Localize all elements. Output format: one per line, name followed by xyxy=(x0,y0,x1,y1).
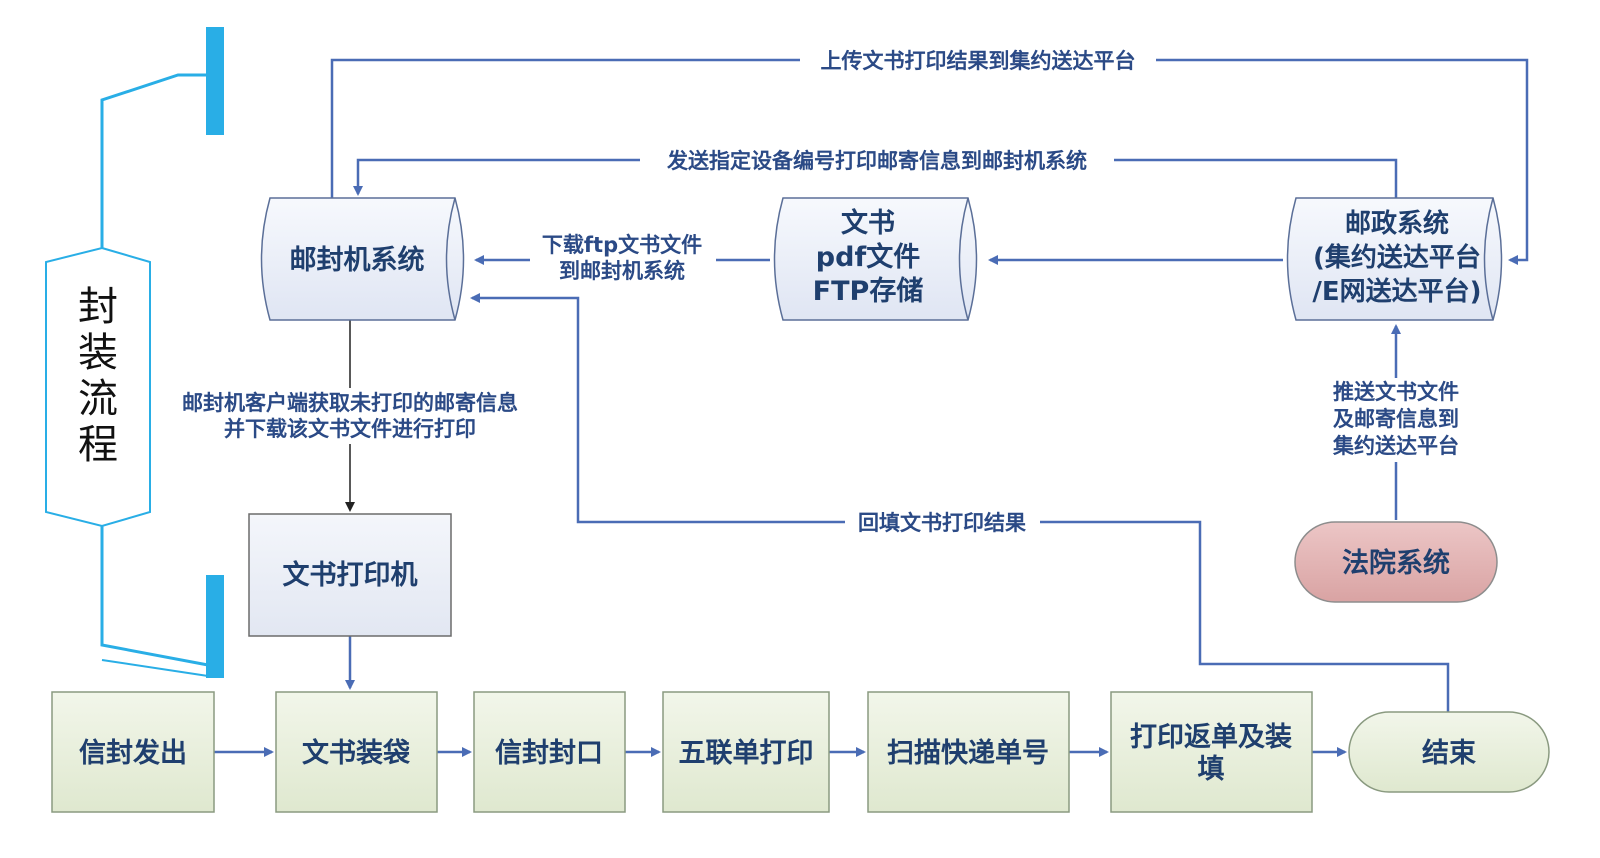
edge-label-send-device: 发送指定设备编号打印邮寄信息到邮封机系统 xyxy=(666,149,1087,173)
doc-storage-label-line: 文书 xyxy=(841,207,895,239)
letter-send-label-line: 信封发出 xyxy=(79,737,187,769)
side-banner-char: 流 xyxy=(78,376,118,422)
node-court-system: 法院系统 xyxy=(1294,521,1498,603)
mail-envelope-system-label: 邮封机系统 xyxy=(290,244,425,276)
edge-label-download-ftp: 下载ftp文书文件到邮封机系统 xyxy=(542,233,702,283)
court-system-label-line: 法院系统 xyxy=(1342,547,1450,579)
postal-system-label: 邮政系统(集约送达平台/E网送达平台) xyxy=(1312,208,1481,307)
five-form-print-label: 五联单打印 xyxy=(679,738,814,769)
print-return-label-line: 填 xyxy=(1198,754,1225,785)
node-five-form-print: 五联单打印 xyxy=(662,691,830,813)
postal-system-label-line: (集约送达平台 xyxy=(1313,242,1481,273)
node-letter-seal: 信封封口 xyxy=(473,691,626,813)
node-print-return: 打印返单及装填 xyxy=(1110,691,1313,813)
edge-labels: 上传文书打印结果到集约送达平台 发送指定设备编号打印邮寄信息到邮封机系统 下载f… xyxy=(165,46,1470,536)
side-banner-char: 装 xyxy=(78,330,118,376)
doc-printer-label-line: 文书打印机 xyxy=(283,559,418,591)
edge-label-backfill: 回填文书打印结果 xyxy=(858,511,1026,535)
node-mail-envelope-system: 邮封机系统 xyxy=(260,197,465,321)
postal-system-label-line: 邮政系统 xyxy=(1345,208,1449,239)
five-form-print-label-line: 五联单打印 xyxy=(679,738,814,769)
edge-label-backfill-line: 回填文书打印结果 xyxy=(858,511,1026,535)
node-end: 结束 xyxy=(1348,711,1550,793)
node-postal-system: 邮政系统(集约送达平台/E网送达平台) xyxy=(1286,197,1503,321)
doc-bagging-label-line: 文书装袋 xyxy=(302,737,411,769)
node-scan-express: 扫描快递单号 xyxy=(867,691,1070,813)
side-banner-char: 程 xyxy=(78,422,118,468)
edge-label-push-docs-line: 推送文书文件 xyxy=(1333,380,1459,404)
print-return-label-line: 打印返单及装 xyxy=(1130,722,1292,753)
end-label: 结束 xyxy=(1422,738,1476,769)
edge-label-client-fetch-line: 邮封机客户端获取未打印的邮寄信息 xyxy=(182,391,518,415)
postal-system-label-line: /E网送达平台) xyxy=(1312,276,1481,307)
doc-printer-label: 文书打印机 xyxy=(283,559,418,591)
edge-label-upload-result: 上传文书打印结果到集约送达平台 xyxy=(821,49,1136,73)
side-banner-char: 封 xyxy=(78,284,118,330)
edge-label-download-ftp-line: 下载ftp文书文件 xyxy=(542,233,702,257)
edge-backfill xyxy=(470,293,1450,712)
scan-express-label: 扫描快递单号 xyxy=(887,737,1049,769)
edge-label-upload-result-line: 上传文书打印结果到集约送达平台 xyxy=(821,49,1136,73)
edge-label-push-docs: 推送文书文件及邮寄信息到集约送达平台 xyxy=(1332,380,1459,458)
edge-label-client-fetch: 邮封机客户端获取未打印的邮寄信息并下载该文书文件进行打印 xyxy=(182,391,518,441)
edge-label-push-docs-line: 及邮寄信息到 xyxy=(1333,407,1459,431)
scan-express-label-line: 扫描快递单号 xyxy=(887,737,1049,769)
doc-storage-label-line: pdf文件 xyxy=(816,241,920,273)
edge-label-client-fetch-line: 并下载该文书文件进行打印 xyxy=(224,417,476,441)
node-letter-send: 信封发出 xyxy=(51,691,215,813)
edge-label-send-device-line: 发送指定设备编号打印邮寄信息到邮封机系统 xyxy=(666,149,1087,173)
letter-seal-label: 信封封口 xyxy=(495,738,603,769)
end-label-line: 结束 xyxy=(1422,738,1476,769)
mail-envelope-system-label-line: 邮封机系统 xyxy=(290,244,425,276)
doc-bagging-label: 文书装袋 xyxy=(302,737,411,769)
edge-label-download-ftp-line: 到邮封机系统 xyxy=(559,259,685,283)
court-system-label: 法院系统 xyxy=(1342,547,1450,579)
letter-send-label: 信封发出 xyxy=(79,737,187,769)
side-banner: 封装流程 xyxy=(45,27,224,678)
node-doc-bagging: 文书装袋 xyxy=(275,691,438,813)
side-banner-label: 封装流程 xyxy=(78,284,118,468)
edge-label-push-docs-line: 集约送达平台 xyxy=(1332,434,1459,458)
edge-upload-result xyxy=(330,58,1529,265)
doc-storage-label-line: FTP存储 xyxy=(813,276,924,307)
node-doc-printer: 文书打印机 xyxy=(248,513,452,637)
letter-seal-label-line: 信封封口 xyxy=(495,738,603,769)
print-return-label: 打印返单及装填 xyxy=(1130,722,1292,785)
